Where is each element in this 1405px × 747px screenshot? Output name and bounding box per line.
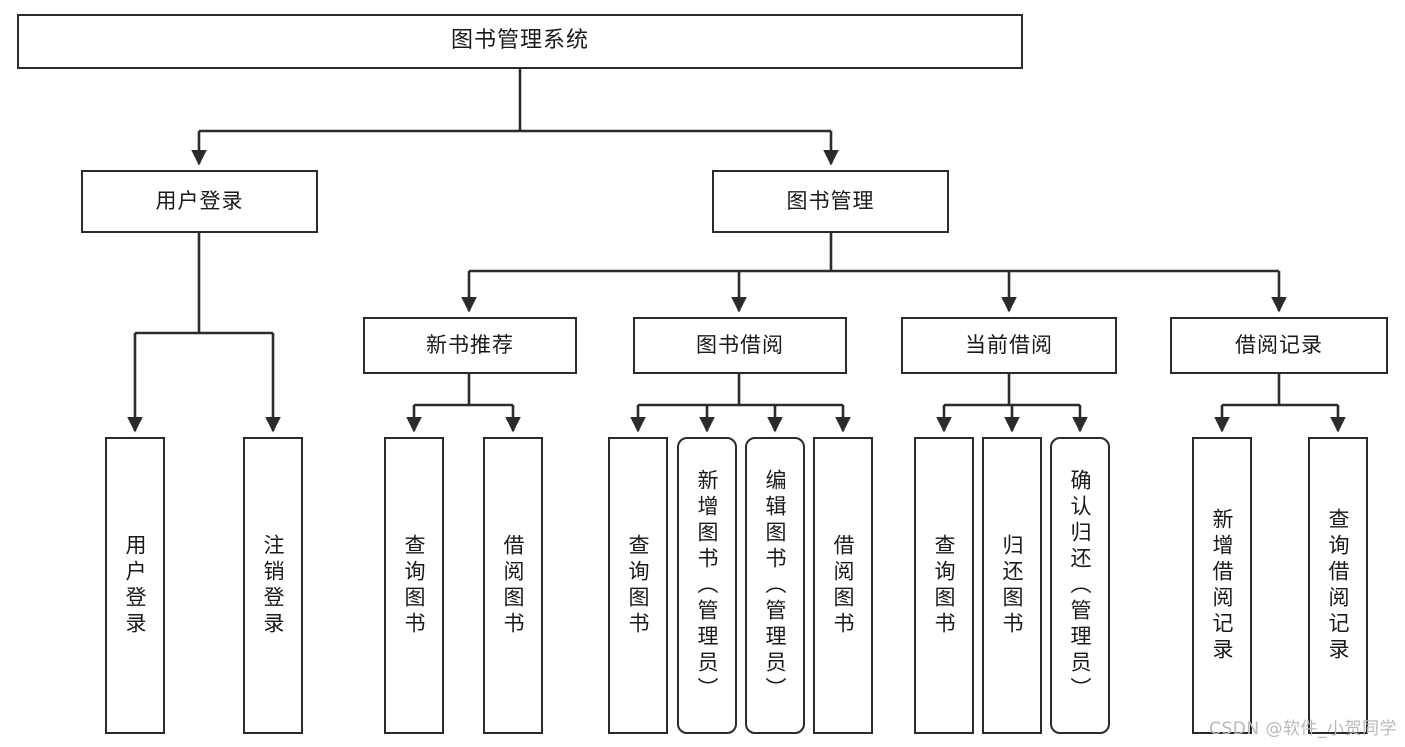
leaf-nb-query-book[interactable]: 查询图书 [384,437,444,734]
node-label: 用户登录 [155,188,244,213]
node-label: 当前借阅 [965,332,1053,357]
node-label: 查询图书 [932,533,957,638]
node-label: 图书管理 [786,188,875,213]
node-book-borrow[interactable]: 图书借阅 [633,317,847,374]
node-new-book-recommend[interactable]: 新书推荐 [363,317,577,374]
leaf-bw-add-book-admin[interactable]: 新增图书（管理员） [677,437,737,734]
node-label: 新增图书（管理员） [695,468,720,703]
node-label: 查询借阅记录 [1326,507,1351,664]
leaf-bw-edit-book-admin[interactable]: 编辑图书（管理员） [745,437,805,734]
node-label: 查询图书 [402,533,427,638]
leaf-rc-query-record[interactable]: 查询借阅记录 [1308,437,1368,734]
node-current-borrow[interactable]: 当前借阅 [901,317,1117,374]
node-user-login[interactable]: 用户登录 [81,170,318,233]
node-root-book-management-system[interactable]: 图书管理系统 [17,14,1023,69]
node-label: 确认归还（管理员） [1068,468,1093,703]
node-label: 图书管理系统 [450,28,589,54]
node-label: 查询图书 [626,533,651,638]
node-label: 用户登录 [123,533,148,638]
leaf-logout[interactable]: 注销登录 [243,437,303,734]
node-book-management[interactable]: 图书管理 [712,170,949,233]
leaf-user-login[interactable]: 用户登录 [105,437,165,734]
node-label: 借阅记录 [1235,332,1323,357]
leaf-cr-query-book[interactable]: 查询图书 [914,437,974,734]
leaf-bw-query-book[interactable]: 查询图书 [608,437,668,734]
node-label: 借阅图书 [831,533,856,638]
node-label: 新书推荐 [426,332,514,357]
node-label: 图书借阅 [696,332,784,357]
leaf-nb-borrow-book[interactable]: 借阅图书 [483,437,543,734]
node-label: 借阅图书 [501,533,526,638]
leaf-rc-add-record[interactable]: 新增借阅记录 [1192,437,1252,734]
leaf-cr-return-book[interactable]: 归还图书 [982,437,1042,734]
leaf-bw-borrow-book[interactable]: 借阅图书 [813,437,873,734]
node-label: 新增借阅记录 [1210,507,1235,664]
node-label: 编辑图书（管理员） [763,468,788,703]
node-borrow-records[interactable]: 借阅记录 [1170,317,1388,374]
leaf-cr-confirm-return-admin[interactable]: 确认归还（管理员） [1050,437,1110,734]
node-label: 注销登录 [261,533,286,638]
node-label: 归还图书 [1000,533,1025,638]
